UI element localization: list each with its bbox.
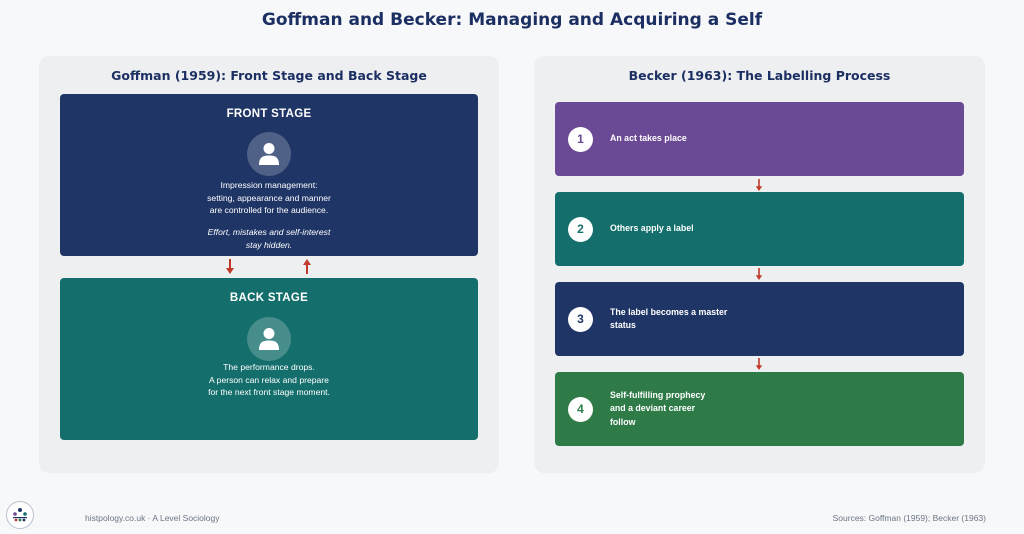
labelling-step-1: 1 An act takes place bbox=[555, 102, 964, 176]
text-line: setting, appearance and manner bbox=[207, 192, 331, 203]
text-line: The performance drops. bbox=[223, 362, 315, 372]
back-stage-description: The performance drops. A person can rela… bbox=[60, 361, 478, 399]
step-label: Self-fulfilling prophecy and a deviant c… bbox=[610, 372, 780, 446]
text-line: Impression management: bbox=[220, 180, 318, 190]
text-line: Self-fulfilling prophecy bbox=[610, 389, 706, 400]
text-line: and a deviant career bbox=[610, 403, 696, 414]
step-label: The label becomes a master status bbox=[610, 282, 780, 356]
text-line: A person can relax and prepare bbox=[209, 374, 329, 385]
back-stage-title: BACK STAGE bbox=[229, 292, 309, 304]
text-line: stay hidden. bbox=[245, 239, 293, 250]
page-title: Goffman and Becker: Managing and Acquiri… bbox=[261, 10, 763, 30]
down-arrow-icon bbox=[755, 179, 763, 191]
goffman-panel: Goffman (1959): Front Stage and Back Sta… bbox=[39, 56, 499, 473]
up-arrow-icon bbox=[303, 259, 311, 274]
person-icon bbox=[247, 317, 291, 361]
step-number: 1 bbox=[568, 127, 593, 152]
step-number: 4 bbox=[568, 397, 593, 422]
step-number: 3 bbox=[568, 307, 593, 332]
step-label: An act takes place bbox=[610, 102, 780, 176]
becker-panel-title: Becker (1963): The Labelling Process bbox=[628, 68, 891, 83]
text-line: status bbox=[610, 320, 636, 330]
down-arrow-icon bbox=[755, 358, 763, 370]
down-arrow-icon bbox=[755, 268, 763, 280]
text-line: for the next front stage moment. bbox=[208, 387, 330, 398]
person-icon bbox=[247, 132, 291, 176]
footer-site-credit: histpology.co.uk · A Level Sociology bbox=[85, 513, 220, 523]
front-stage-title: FRONT STAGE bbox=[226, 108, 312, 120]
text-line: Effort, mistakes and self-interest bbox=[207, 227, 331, 237]
text-line: follow bbox=[610, 416, 636, 427]
site-logo-icon[interactable] bbox=[6, 501, 34, 529]
front-stage-note: Effort, mistakes and self-interest stay … bbox=[60, 226, 478, 251]
front-stage-description: Impression management: setting, appearan… bbox=[60, 179, 478, 217]
goffman-panel-title: Goffman (1959): Front Stage and Back Sta… bbox=[111, 68, 427, 83]
labelling-step-4: 4 Self-fulfilling prophecy and a deviant… bbox=[555, 372, 964, 446]
text-line: are controlled for the audience. bbox=[209, 205, 329, 216]
text-line: Others apply a label bbox=[610, 223, 694, 234]
text-line: The label becomes a master bbox=[610, 306, 728, 317]
step-number: 2 bbox=[568, 217, 593, 242]
down-arrow-icon bbox=[226, 259, 234, 274]
step-label: Others apply a label bbox=[610, 192, 780, 266]
back-stage-box: BACK STAGE The performance drops. A pers… bbox=[60, 278, 478, 440]
labelling-step-3: 3 The label becomes a master status bbox=[555, 282, 964, 356]
becker-panel: Becker (1963): The Labelling Process 1 A… bbox=[534, 56, 985, 473]
text-line: An act takes place bbox=[610, 133, 687, 144]
footer-sources: Sources: Goffman (1959); Becker (1963) bbox=[832, 513, 986, 523]
labelling-step-2: 2 Others apply a label bbox=[555, 192, 964, 266]
front-stage-box: FRONT STAGE Impression management: setti… bbox=[60, 94, 478, 256]
